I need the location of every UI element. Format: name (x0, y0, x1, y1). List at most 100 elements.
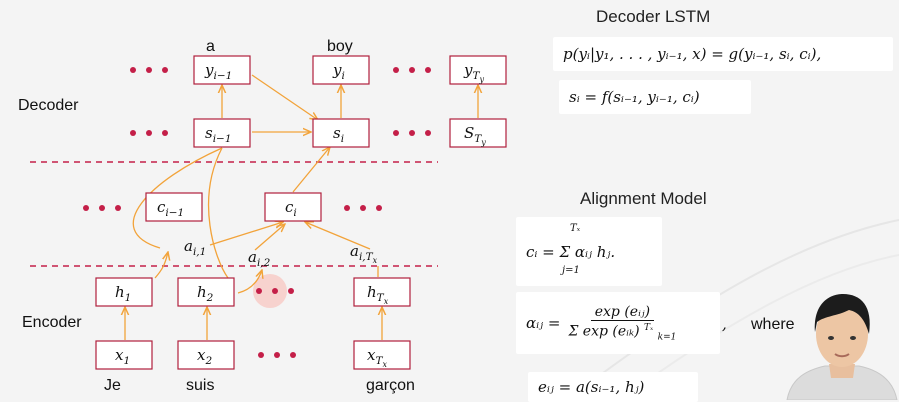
ellipsis-s-left-dot (162, 130, 168, 136)
ellipsis-x-middle-dot (258, 352, 264, 358)
ellipsis-c-right-dot (344, 205, 350, 211)
node-x1-label: x1 (115, 346, 130, 367)
ellipsis-s-left-dot (130, 130, 136, 136)
node-y-prev-label: yi−1 (204, 61, 232, 82)
ellipsis-s-right-dot (409, 130, 415, 136)
arrow-c-i-to-s-i (292, 147, 330, 193)
ellipsis-h-middle-dot (272, 288, 278, 294)
node-h2-label: h2 (197, 283, 214, 304)
ellipsis-c-left-dot (83, 205, 89, 211)
attention-weight-numerator: exp (eᵢⱼ) (590, 304, 655, 321)
attention-weight-denominator-text: Σ exp (eᵢₖ) (568, 323, 640, 340)
node-y-T-label: yTy (463, 61, 485, 84)
energy-equation: eᵢⱼ = a(sᵢ₋₁, hⱼ) (528, 372, 698, 402)
arrow-a-i2-to-c-i (254, 224, 285, 251)
node-s-T-label: STy (464, 124, 486, 147)
attention-weight-fraction: exp (eᵢⱼ) Σ exp (eᵢₖ) Tₓ k=1 (568, 304, 676, 342)
presenter-shirt (786, 365, 898, 400)
decoder-section-label: Decoder (18, 97, 79, 114)
node-c-prev-label: ci−1 (157, 198, 184, 219)
encoder-section-label: Encoder (22, 314, 82, 331)
presenter-neck (829, 364, 855, 378)
curve-s-prev-to-a-i2 (207, 147, 229, 279)
box-x1 (95, 340, 153, 370)
attention-weight-equation: αᵢⱼ = exp (eᵢⱼ) Σ exp (eᵢₖ) Tₓ k=1 (516, 292, 720, 354)
presenter-hair (814, 294, 870, 334)
box-y-prev (193, 55, 251, 85)
presenter-face (816, 301, 868, 367)
arrow-h2-to-a-i2 (237, 270, 262, 294)
attention-den-lower-limit: k=1 (657, 332, 677, 343)
presenter-video (786, 294, 898, 400)
node-y-i-label: yi (332, 61, 345, 82)
state-update-equation-text: sᵢ = f(sᵢ₋₁, yᵢ₋₁, cᵢ) (569, 88, 700, 106)
ellipsis-y-left-dot (162, 67, 168, 73)
node-s-i-label: si (333, 124, 344, 145)
ellipsis-c-left-dot (99, 205, 105, 211)
ellipsis-y-right-dot (425, 67, 431, 73)
context-sum-upper-limit: Tₓ (570, 222, 581, 234)
where-text: where (751, 316, 795, 333)
attention-weight-lhs: αᵢⱼ = (526, 314, 561, 332)
ellipsis-s-right-dot (425, 130, 431, 136)
ellipsis-y-left-dot (130, 67, 136, 73)
box-s-T (449, 118, 507, 148)
attention-den-upper-limit: Tₓ (643, 322, 654, 333)
box-s-prev (193, 118, 251, 148)
input-word-je: Je (104, 377, 121, 394)
ellipsis-c-right-dot (360, 205, 366, 211)
arrow-y-prev-to-s-i (251, 74, 318, 120)
node-x2-label: x2 (197, 346, 212, 367)
input-word-suis: suis (186, 377, 214, 394)
box-c-prev (145, 192, 203, 222)
ellipsis-y-right-dot (409, 67, 415, 73)
output-word-boy: boy (327, 38, 353, 55)
background-swoosh (579, 219, 899, 400)
node-c-i-label: ci (285, 198, 297, 219)
connection-arrows (125, 74, 478, 340)
state-update-equation: sᵢ = f(sᵢ₋₁, yᵢ₋₁, cᵢ) (559, 80, 751, 114)
context-sum-lower-limit: j=1 (562, 264, 580, 276)
box-y-i (312, 55, 370, 85)
arrow-a-i1-to-c-i (209, 222, 283, 246)
cursor-highlight (253, 274, 287, 308)
node-boxes (95, 55, 507, 370)
decoder-lstm-title: Decoder LSTM (596, 7, 711, 26)
energy-equation-text: eᵢⱼ = a(sᵢ₋₁, hⱼ) (538, 378, 645, 396)
input-word-garcon: garçon (366, 377, 415, 394)
ellipsis-h-middle-dot (288, 288, 294, 294)
box-x2 (177, 340, 235, 370)
weight-a-i2-label: ai,2 (248, 248, 271, 269)
attention-weight-comma: , (722, 315, 727, 333)
box-c-i (264, 192, 322, 222)
ellipsis-s-left-dot (146, 130, 152, 136)
decoder-probability-equation-text: p(yᵢ|y₁, . . . , yᵢ₋₁, x) = g(yᵢ₋₁, sᵢ, … (563, 45, 822, 63)
ellipsis-h-middle-dot (256, 288, 262, 294)
ellipsis-y-right-dot (393, 67, 399, 73)
ellipsis-y-left-dot (146, 67, 152, 73)
node-x-T-label: xTx (367, 346, 387, 369)
node-h-T-label: hTx (367, 283, 389, 306)
decoder-probability-equation: p(yᵢ|y₁, . . . , yᵢ₋₁, x) = g(yᵢ₋₁, sᵢ, … (553, 37, 893, 71)
attention-weight-denominator: Σ exp (eᵢₖ) Tₓ k=1 (568, 321, 676, 342)
ellipsis-c-right-dot (376, 205, 382, 211)
ellipsis-c-left-dot (115, 205, 121, 211)
ellipsis-s-right-dot (393, 130, 399, 136)
attention-weight-comma-box: , (720, 312, 740, 336)
ellipsis-x-middle-dot (274, 352, 280, 358)
box-h-T (353, 277, 411, 307)
box-y-T (449, 55, 507, 85)
box-x-T (353, 340, 411, 370)
ellipsis-dots (83, 67, 431, 358)
output-word-a: a (206, 38, 215, 55)
weight-a-iT-label: ai,Tx (350, 242, 378, 265)
alignment-model-title: Alignment Model (580, 189, 707, 208)
box-h2 (177, 277, 235, 307)
weight-a-i1-label: ai,1 (184, 237, 206, 258)
ellipsis-x-middle-dot (290, 352, 296, 358)
node-h1-label: h1 (115, 283, 131, 304)
curve-s-prev-to-a-i1 (132, 147, 223, 249)
context-vector-equation-text: cᵢ = Σ αᵢⱼ hⱼ. (526, 242, 616, 261)
arrow-h1-to-a-i1 (154, 252, 168, 279)
